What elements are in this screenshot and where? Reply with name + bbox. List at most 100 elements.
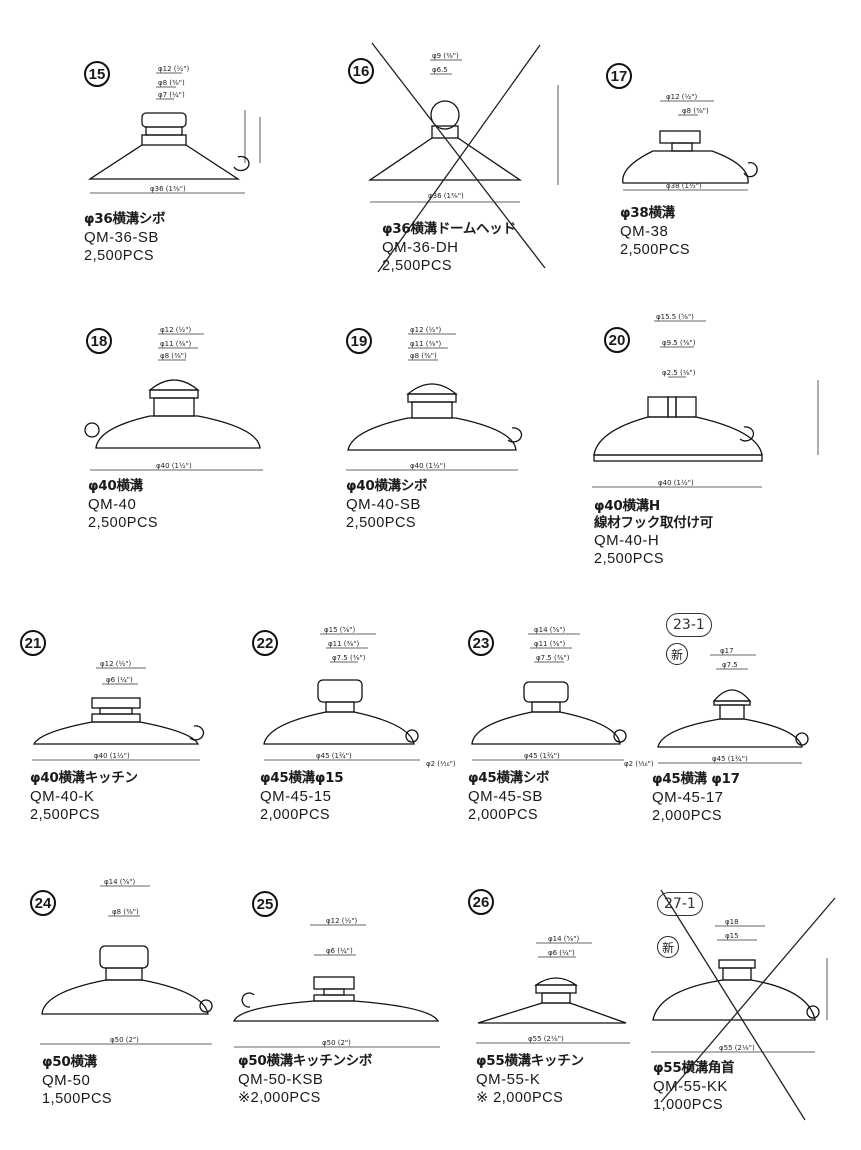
svg-text:φ14 (⅝"): φ14 (⅝") [534, 626, 565, 634]
item-label: φ40横溝シボ QM-40-SB 2,500PCS [346, 478, 428, 531]
suction-cup-diagram: φ14 (⅝") φ6 (¼") φ55 (2⅛") [476, 935, 630, 1044]
discontinued-cross [371, 42, 546, 269]
svg-text:φ40 (1½"): φ40 (1½") [658, 479, 694, 487]
suction-cup-diagram: φ12 (½") φ11 (⅜") φ8 (⅜") φ40 (1½") [84, 326, 263, 471]
item-label: φ50横溝キッチンシボ QM-50-KSB ※2,000PCS [238, 1053, 373, 1106]
item-label: φ38横溝 QM-38 2,500PCS [620, 205, 691, 258]
new-badge: 新 [666, 643, 688, 665]
item-number: 15 [84, 61, 110, 87]
item-number: 17 [606, 63, 632, 89]
svg-text:φ7.5 (⅜"): φ7.5 (⅜") [536, 654, 570, 662]
svg-text:φ2.5 (⅛"): φ2.5 (⅛") [662, 369, 696, 377]
item-label: φ40横溝 QM-40 2,500PCS [88, 478, 159, 531]
svg-text:φ6 (¼"): φ6 (¼") [106, 676, 133, 684]
suction-cup-diagram: φ12 (½") φ11 (⅜") φ8 (⅜") φ40 (1½") [346, 326, 523, 471]
product-item-18: 18 φ12 (½") φ11 (⅜") φ8 (⅜") φ40 (1½") φ… [78, 320, 328, 545]
svg-text:φ12 (½"): φ12 (½") [100, 660, 131, 668]
svg-text:φ6 (¼"): φ6 (¼") [326, 947, 353, 955]
suction-cup-diagram: φ12 (½") φ6 (¼") φ40 (1½") [32, 660, 205, 761]
svg-text:φ7.5: φ7.5 [722, 661, 738, 669]
svg-text:φ15.5 (⅝"): φ15.5 (⅝") [656, 313, 694, 321]
item-number: 25 [252, 891, 278, 917]
svg-text:φ36 (1⅜"): φ36 (1⅜") [150, 185, 186, 193]
item-number: 19 [346, 328, 372, 354]
discontinued-cross [377, 44, 541, 273]
svg-text:φ18: φ18 [725, 918, 739, 926]
item-label: φ45横溝シボ QM-45-SB 2,000PCS [468, 770, 550, 823]
svg-text:φ50 (2"): φ50 (2") [322, 1039, 351, 1047]
new-badge: 新 [657, 936, 679, 958]
svg-text:φ50 (2"): φ50 (2") [110, 1036, 139, 1044]
item-label: φ55横溝角首 QM-55-KK 1,000PCS [653, 1060, 735, 1113]
suction-cup-diagram: φ14 (⅝") φ8 (⅜") φ50 (2") [40, 878, 213, 1045]
item-number: 22 [252, 630, 278, 656]
svg-text:φ8 (⅜"): φ8 (⅜") [160, 352, 187, 360]
item-number: 23 [468, 630, 494, 656]
item-number: 16 [348, 58, 374, 84]
svg-text:φ2 (⅟₁₆"): φ2 (⅟₁₆") [624, 760, 654, 768]
svg-text:φ8 (⅜"): φ8 (⅜") [112, 908, 139, 916]
svg-text:φ12 (½"): φ12 (½") [158, 65, 189, 73]
svg-text:φ40 (1½"): φ40 (1½") [410, 462, 446, 470]
svg-text:φ15: φ15 [725, 932, 739, 940]
suction-cup-diagram: φ15 (⅝") φ11 (⅜") φ7.5 (⅜") φ45 (1¾") φ2… [263, 626, 456, 768]
suction-cup-diagram: φ18 φ15 φ55 (2⅛") [651, 889, 836, 1121]
product-item-26: 26 φ14 (⅝") φ6 (¼") φ55 (2⅛") φ55横溝キッチン … [466, 885, 656, 1120]
product-item-23: 23 φ14 (⅝") φ11 (⅜") φ7.5 (⅜") φ45 (1¾")… [460, 620, 655, 835]
item-label: φ50横溝 QM-50 1,500PCS [42, 1054, 113, 1107]
item-label: φ40横溝キッチン QM-40-K 2,500PCS [30, 770, 138, 823]
svg-text:φ12 (½"): φ12 (½") [666, 93, 697, 101]
svg-text:φ8 (⅜"): φ8 (⅜") [410, 352, 437, 360]
svg-text:φ12 (½"): φ12 (½") [326, 917, 357, 925]
svg-text:φ12 (½"): φ12 (½") [410, 326, 441, 334]
svg-text:φ6.5: φ6.5 [432, 66, 448, 74]
svg-text:φ6 (¼"): φ6 (¼") [548, 949, 575, 957]
item-label: φ36横溝シボ QM-36-SB 2,500PCS [84, 211, 166, 264]
product-item-22: 22 φ15 (⅝") φ11 (⅜") φ7.5 (⅜") φ45 (1¾")… [250, 620, 470, 835]
discontinued-cross [660, 889, 806, 1121]
svg-text:φ55 (2⅛"): φ55 (2⅛") [528, 1035, 564, 1043]
item-number: 26 [468, 889, 494, 915]
svg-text:φ55 (2⅛"): φ55 (2⅛") [719, 1044, 755, 1052]
item-label: φ45横溝φ15 QM-45-15 2,000PCS [260, 770, 344, 823]
svg-text:φ11 (⅜"): φ11 (⅜") [534, 640, 565, 648]
svg-text:φ9.5 (⅜"): φ9.5 (⅜") [662, 339, 696, 347]
svg-text:φ7.5 (⅜"): φ7.5 (⅜") [332, 654, 366, 662]
svg-text:φ14 (⅝"): φ14 (⅝") [104, 878, 135, 886]
svg-text:φ11 (⅜"): φ11 (⅜") [328, 640, 359, 648]
product-item-25: 25 φ12 (½") φ6 (¼") φ50 (2") φ50横溝キッチンシボ… [230, 885, 480, 1120]
item-label: φ36横溝ドームヘッド QM-36-DH 2,500PCS [382, 221, 516, 274]
product-item-20: 20 φ15.5 (⅝") φ9.5 (⅜") φ2.5 (⅛") φ40 (1… [590, 305, 850, 570]
svg-text:φ45 (1¾"): φ45 (1¾") [524, 752, 560, 760]
item-label: φ45横溝 φ17 QM-45-17 2,000PCS [652, 771, 740, 824]
svg-text:φ2 (⅟₁₆"): φ2 (⅟₁₆") [426, 760, 456, 768]
svg-text:φ7 (¼"): φ7 (¼") [158, 91, 185, 99]
svg-text:φ12 (½"): φ12 (½") [160, 326, 191, 334]
suction-cup-diagram: φ14 (⅝") φ11 (⅜") φ7.5 (⅜") φ45 (1¾") φ2… [471, 626, 654, 768]
suction-cup-diagram: φ12 (½") φ8 (⅜") φ38 (1½") [622, 93, 758, 191]
svg-text:φ40 (1½"): φ40 (1½") [156, 462, 192, 470]
svg-text:φ40 (1½"): φ40 (1½") [94, 752, 130, 760]
product-item-19: 19 φ12 (½") φ11 (⅜") φ8 (⅜") φ40 (1½") φ… [338, 320, 588, 545]
svg-text:φ11 (⅜"): φ11 (⅜") [410, 340, 441, 348]
svg-text:φ14 (⅝"): φ14 (⅝") [548, 935, 579, 943]
product-item-23-1: 23-1 新 φ17 φ7.5 φ45 (1¾") φ45横溝 φ17 QM-4… [652, 605, 857, 840]
product-item-27-1: 27-1 新 φ18 φ15 φ55 (2⅛") φ55横溝角首 QM-55-K… [645, 880, 855, 1125]
product-item-15: 15 φ12 (½") φ8 (⅜") φ7 (¼") φ36 (1⅜") φ3… [70, 55, 300, 270]
suction-cup-diagram: φ15.5 (⅝") φ9.5 (⅜") φ2.5 (⅛") φ40 (1½") [592, 313, 819, 488]
svg-text:φ11 (⅜"): φ11 (⅜") [160, 340, 191, 348]
item-number: 20 [604, 327, 630, 353]
item-number: 23-1 [666, 613, 712, 637]
svg-text:φ8 (⅜"): φ8 (⅜") [682, 107, 709, 115]
item-number: 18 [86, 328, 112, 354]
product-item-24: 24 φ14 (⅝") φ8 (⅜") φ50 (2") φ50横溝 QM-50… [30, 870, 245, 1120]
svg-text:φ15 (⅝"): φ15 (⅝") [324, 626, 355, 634]
svg-text:φ36 (1⅜"): φ36 (1⅜") [428, 192, 464, 200]
suction-cup-diagram: φ9 (⅜") φ6.5 φ36 (1⅜") [367, 42, 559, 273]
item-label: φ55横溝キッチン QM-55-K ※ 2,000PCS [476, 1053, 584, 1106]
product-item-21: 21 φ12 (½") φ6 (¼") φ40 (1½") φ40横溝キッチン … [20, 620, 250, 835]
item-number: 21 [20, 630, 46, 656]
suction-cup-diagram: φ12 (½") φ8 (⅜") φ7 (¼") φ36 (1⅜") [87, 65, 261, 194]
product-item-17: 17 φ12 (½") φ8 (⅜") φ38 (1½") φ38横溝 QM-3… [598, 55, 848, 270]
svg-text:φ38 (1½"): φ38 (1½") [666, 182, 702, 190]
